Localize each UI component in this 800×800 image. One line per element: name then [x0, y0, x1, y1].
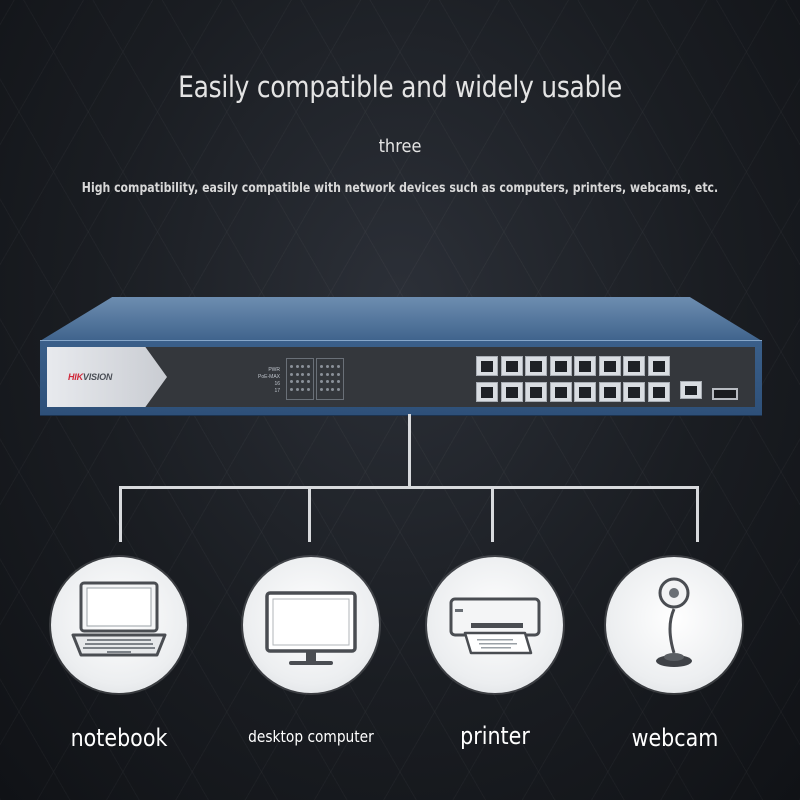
- rj45-port-group: [476, 356, 672, 404]
- printer-circle: [427, 557, 563, 693]
- uplink-port: [680, 381, 702, 399]
- rj45-port: [574, 356, 596, 376]
- led-label: 17: [274, 388, 280, 394]
- sfp-port: [712, 388, 738, 400]
- switch-label-plate: [47, 347, 167, 407]
- laptop-icon: [71, 581, 167, 657]
- rj45-port: [500, 356, 523, 376]
- notebook-circle: [51, 557, 187, 693]
- brand-logo: HIKVISION: [68, 372, 113, 382]
- rj45-port: [647, 382, 670, 402]
- led-indicator-block: [286, 358, 314, 400]
- rj45-port: [598, 382, 621, 402]
- led-labels: PWR PoE-MAX 16 17: [256, 367, 280, 395]
- led-label: 16: [274, 381, 280, 387]
- printer-icon: [449, 597, 541, 655]
- rj45-port: [525, 356, 547, 376]
- led-label: PoE-MAX: [258, 374, 280, 380]
- led-indicator-block: [316, 358, 344, 400]
- rj45-port: [549, 356, 572, 376]
- rj45-port: [623, 356, 645, 376]
- device-label-webcam: webcam: [631, 724, 719, 752]
- page-description: High compatibility, easily compatible wi…: [81, 181, 719, 196]
- rj45-port: [549, 382, 572, 402]
- webcam-circle: [606, 557, 742, 693]
- rj45-port: [476, 382, 498, 402]
- rj45-port: [623, 382, 645, 402]
- led-label: PWR: [268, 367, 280, 373]
- rj45-port: [525, 382, 547, 402]
- desktop-computer-circle: [243, 557, 379, 693]
- device-label-desktop-computer: desktop computer: [248, 727, 374, 746]
- page-subtitle: three: [378, 136, 422, 157]
- rj45-port: [574, 382, 596, 402]
- rj45-port: [500, 382, 523, 402]
- rj45-port: [476, 356, 498, 376]
- device-label-printer: printer: [460, 722, 530, 750]
- rj45-port: [598, 356, 621, 376]
- device-label-notebook: notebook: [70, 724, 168, 752]
- monitor-icon: [265, 591, 357, 665]
- switch-top-cover: [40, 297, 762, 341]
- rj45-port: [647, 356, 670, 376]
- page-title: Easily compatible and widely usable: [178, 70, 622, 104]
- webcam-icon: [656, 577, 692, 667]
